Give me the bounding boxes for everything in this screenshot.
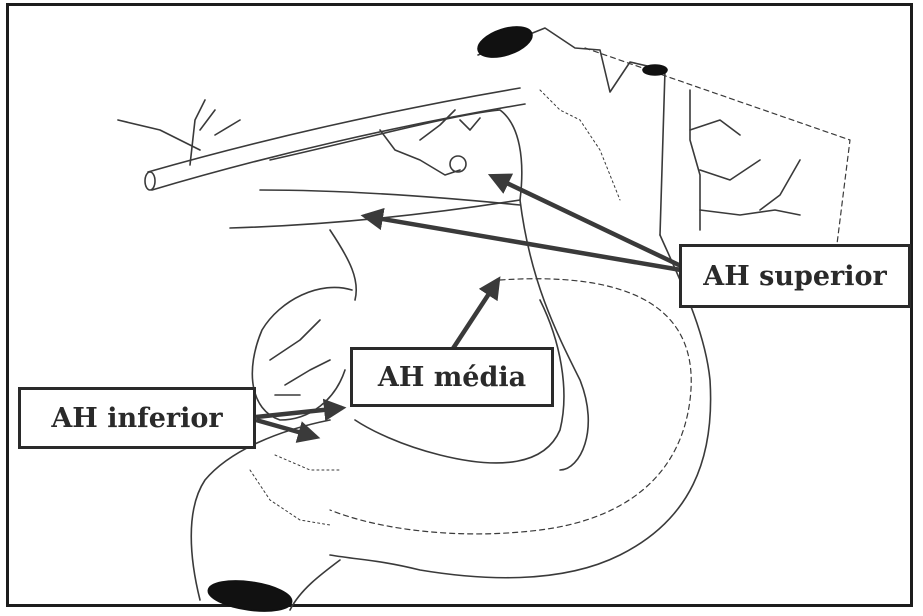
label-ah-superior: AH superior bbox=[679, 244, 911, 308]
arrow-inferior-lower bbox=[256, 420, 316, 437]
long-artery-lower bbox=[152, 104, 525, 190]
arrow-media bbox=[452, 280, 498, 350]
label-ah-media: AH média bbox=[350, 347, 554, 407]
vessel-opening-top bbox=[474, 21, 535, 63]
label-ah-inferior: AH inferior bbox=[18, 387, 256, 449]
vessel-opening-right bbox=[643, 65, 667, 75]
lower-tube-bottom bbox=[290, 560, 340, 610]
arrow-inferior-upper bbox=[256, 408, 342, 417]
vessel-opening-bottom bbox=[206, 576, 293, 615]
organ-upper-outline bbox=[230, 110, 522, 228]
left-lobe-outline bbox=[252, 287, 352, 420]
